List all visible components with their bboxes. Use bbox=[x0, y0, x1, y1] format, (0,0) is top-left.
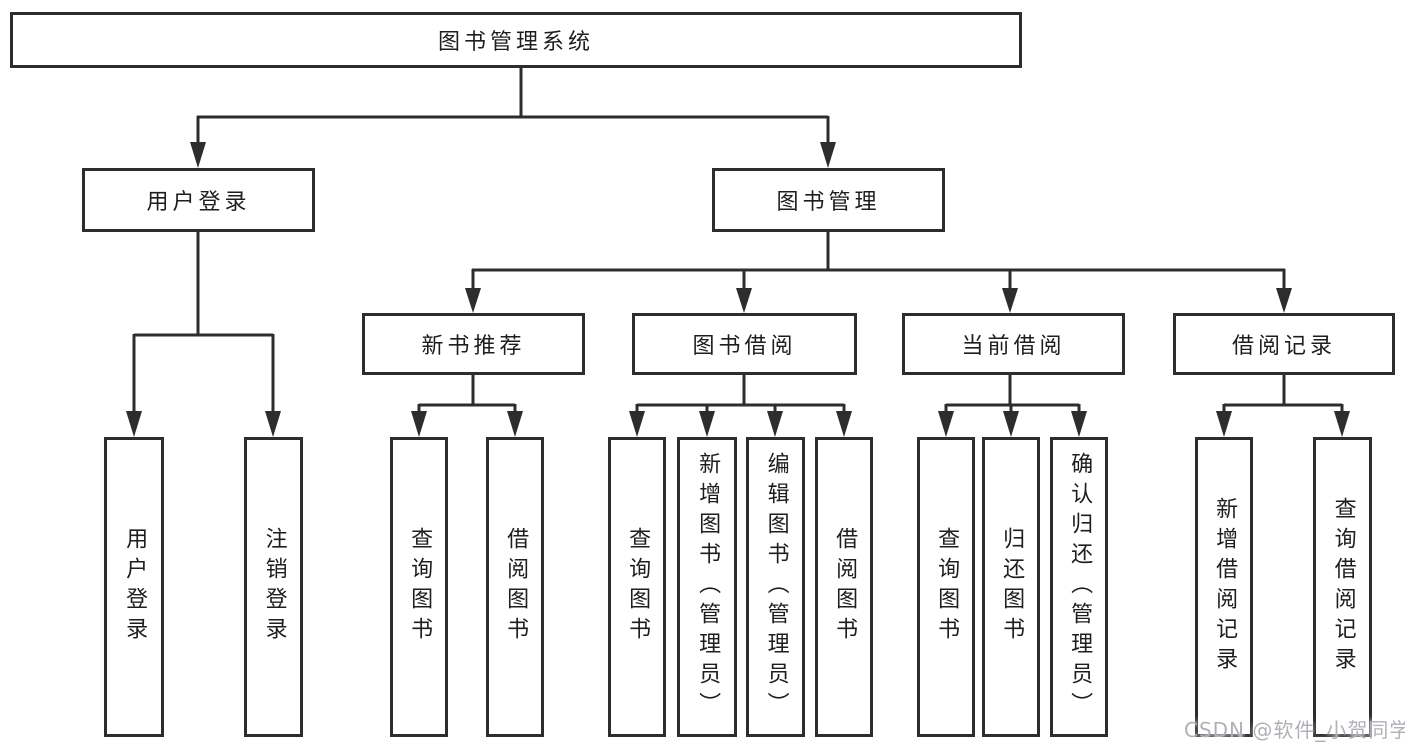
leaf-label: 用户登录 bbox=[122, 527, 148, 647]
leaf-add-borrow-record: 新增借阅记录 bbox=[1195, 437, 1253, 737]
leaf-edit-book-admin: 编辑图书（管理员） bbox=[746, 437, 805, 737]
leaf-return-books: 归还图书 bbox=[982, 437, 1040, 737]
node-current-borrowing: 当前借阅 bbox=[902, 313, 1125, 375]
leaf-query-borrow-record: 查询借阅记录 bbox=[1313, 437, 1372, 737]
node-new-book-recommend: 新书推荐 bbox=[362, 313, 585, 375]
leaf-label: 编辑图书（管理员） bbox=[763, 452, 789, 722]
leaf-confirm-return-admin: 确认归还（管理员） bbox=[1050, 437, 1108, 737]
leaf-query-books-borrow: 查询图书 bbox=[608, 437, 666, 737]
leaf-add-book-admin: 新增图书（管理员） bbox=[677, 437, 737, 737]
leaf-label: 查询图书 bbox=[407, 527, 433, 647]
leaf-label: 新增图书（管理员） bbox=[695, 452, 721, 722]
leaf-query-books-recommend: 查询图书 bbox=[390, 437, 448, 737]
leaf-user-login: 用户登录 bbox=[104, 437, 164, 737]
leaf-query-books-current: 查询图书 bbox=[917, 437, 975, 737]
leaf-label: 借阅图书 bbox=[832, 527, 858, 647]
leaf-label: 新增借阅记录 bbox=[1212, 497, 1238, 677]
leaf-borrow-books: 借阅图书 bbox=[815, 437, 873, 737]
leaf-label: 查询借阅记录 bbox=[1330, 497, 1356, 677]
node-borrowing-records: 借阅记录 bbox=[1173, 313, 1395, 375]
leaf-label: 注销登录 bbox=[261, 527, 287, 647]
node-book-management: 图书管理 bbox=[712, 168, 945, 232]
leaf-label: 归还图书 bbox=[999, 527, 1025, 647]
node-book-borrowing: 图书借阅 bbox=[632, 313, 857, 375]
leaf-label: 查询图书 bbox=[934, 527, 960, 647]
node-user-login: 用户登录 bbox=[82, 168, 315, 232]
leaf-label: 确认归还（管理员） bbox=[1067, 452, 1093, 722]
csdn-watermark: CSDN @软件_小贺同学 bbox=[1184, 718, 1405, 742]
leaf-logout: 注销登录 bbox=[244, 437, 303, 737]
leaf-label: 查询图书 bbox=[625, 527, 651, 647]
node-library-system: 图书管理系统 bbox=[10, 12, 1022, 68]
leaf-label: 借阅图书 bbox=[503, 527, 529, 647]
arrowheads bbox=[126, 142, 1350, 437]
leaf-borrow-books-recommend: 借阅图书 bbox=[486, 437, 544, 737]
